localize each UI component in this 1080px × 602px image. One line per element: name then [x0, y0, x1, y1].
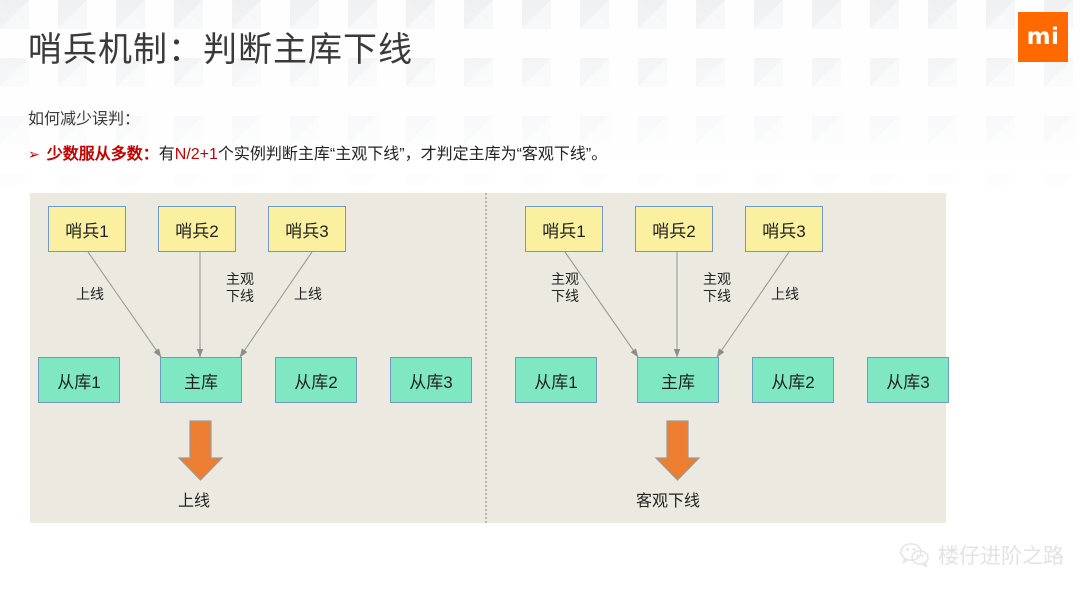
node-database-master[interactable]: 主库 [160, 357, 242, 403]
edge-label: 主观 下线 [551, 271, 579, 304]
node-sentinel[interactable]: 哨兵2 [158, 206, 236, 252]
node-sentinel[interactable]: 哨兵2 [635, 206, 713, 252]
bullet-formula: N/2+1 [174, 146, 218, 163]
xiaomi-logo-text: mi [1026, 23, 1060, 50]
page-title: 哨兵机制：判断主库下线 [28, 31, 413, 69]
diagram-panel: 哨兵1 哨兵2 哨兵3 上线 主观 下线 上线 从库1 主库 从库2 从库3 上… [30, 193, 949, 523]
bullet-point: ➢ 少数服从多数 ： 有 N/2+1 个实例判断主库“主观下线”，才判定主库为“… [28, 140, 607, 164]
edge-label: 主观 下线 [703, 271, 731, 304]
diagram-connectors [87, 251, 790, 481]
node-database[interactable]: 从库1 [515, 357, 597, 403]
wechat-icon [900, 543, 929, 567]
node-database[interactable]: 从库2 [752, 357, 834, 403]
xiaomi-logo: mi [1018, 12, 1068, 62]
bullet-colon: ： [142, 146, 159, 163]
node-sentinel[interactable]: 哨兵3 [745, 206, 823, 252]
edge-label: 上线 [294, 286, 322, 302]
result-label: 客观下线 [636, 493, 701, 510]
node-sentinel[interactable]: 哨兵3 [268, 206, 346, 252]
node-sentinel[interactable]: 哨兵1 [525, 206, 603, 252]
node-database-master[interactable]: 主库 [637, 357, 719, 403]
node-database[interactable]: 从库1 [38, 357, 120, 403]
result-label: 上线 [178, 493, 211, 510]
node-sentinel[interactable]: 哨兵1 [48, 206, 126, 252]
panel-divider [485, 193, 487, 523]
edge-label: 上线 [76, 286, 104, 302]
bullet-text-b: 个实例判断主库“主观下线”，才判定主库为“客观下线”。 [217, 146, 608, 163]
node-database[interactable]: 从库2 [275, 357, 357, 403]
bullet-lead-text: 少数服从多数 [46, 146, 143, 163]
node-database[interactable]: 从库3 [867, 357, 949, 403]
watermark: 楼仔进阶之路 [900, 540, 1064, 570]
bullet-text-a: 有 [158, 146, 175, 163]
subtitle-text: 如何减少误判： [28, 111, 141, 128]
watermark-text: 楼仔进阶之路 [938, 545, 1064, 568]
edge-label: 主观 下线 [226, 271, 254, 304]
bullet-marker-icon: ➢ [28, 146, 40, 162]
edge-label: 上线 [771, 286, 799, 302]
node-database[interactable]: 从库3 [390, 357, 472, 403]
